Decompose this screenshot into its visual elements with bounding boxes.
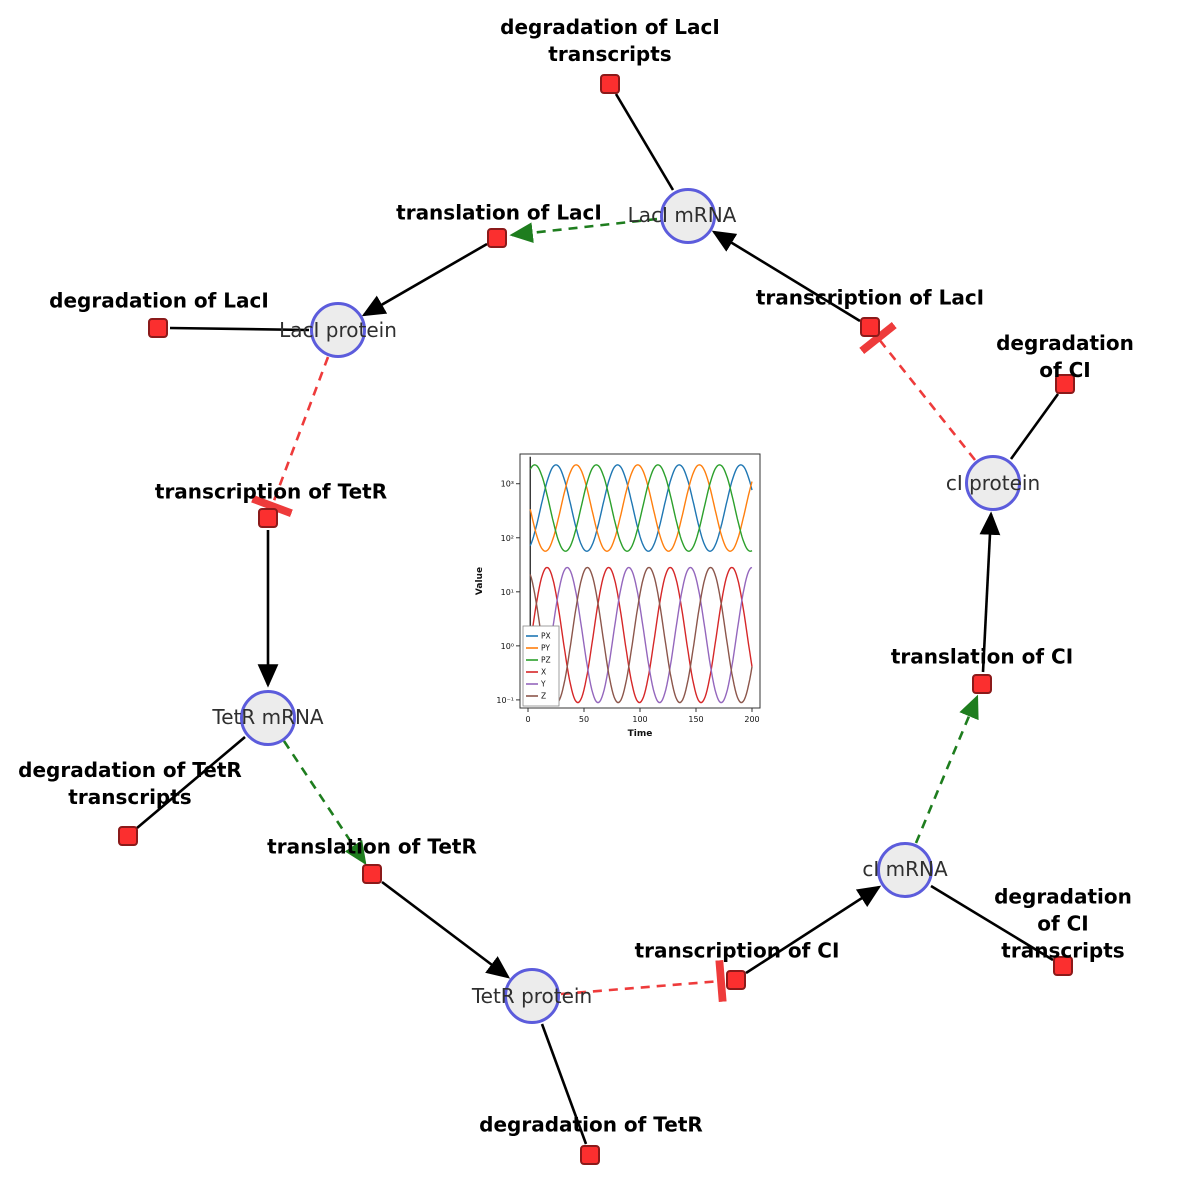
reaction-node-translation-laci[interactable]	[487, 228, 507, 248]
edge-ci-mrna-modifies-translation	[914, 694, 979, 844]
edge-tetr-mrna-deg-transcripts	[136, 736, 246, 829]
reaction-label-degradation-ci: degradation of CI	[996, 331, 1134, 382]
reaction-label-transcription-ci: transcription of CI	[634, 938, 840, 963]
svg-text:10⁰: 10⁰	[501, 642, 514, 651]
reaction-node-transcription-ci[interactable]	[726, 970, 746, 990]
reaction-node-degradation-ci[interactable]	[1055, 374, 1075, 394]
reaction-label-translation-tetr: translation of TetR	[267, 834, 477, 859]
species-label-tetr-protein: TetR protein	[471, 984, 593, 1008]
reaction-node-degradation-tetr-transcripts[interactable]	[118, 826, 138, 846]
reaction-label-degradation-ci-transcripts: degradation of CI transcripts	[994, 884, 1132, 963]
svg-text:200: 200	[744, 715, 759, 724]
edge-tetr-mrna-modifies-translation	[282, 740, 367, 866]
species-node-tetr-protein[interactable]	[504, 968, 560, 1024]
svg-text:Z: Z	[541, 692, 546, 701]
reaction-node-degradation-laci-transcripts[interactable]	[600, 74, 620, 94]
species-node-laci-mrna[interactable]	[660, 188, 716, 244]
edge-laci-mrna-modifies-translation	[509, 217, 658, 244]
edge-laci-mrna-deg-transcripts	[614, 93, 675, 191]
species-label-laci-protein: LacI protein	[279, 318, 397, 342]
reaction-label-degradation-tetr-transcripts: degradation of TetR transcripts	[18, 758, 242, 809]
svg-text:PY: PY	[541, 644, 550, 653]
species-label-ci-protein: cI protein	[945, 471, 1041, 495]
reaction-label-degradation-laci: degradation of LacI	[49, 288, 269, 313]
reaction-node-degradation-tetr[interactable]	[580, 1145, 600, 1165]
reaction-label-degradation-tetr: degradation of TetR	[479, 1112, 703, 1137]
svg-text:PZ: PZ	[541, 656, 551, 665]
species-node-laci-protein[interactable]	[310, 302, 366, 358]
edge-translation-laci-to-protein	[361, 242, 488, 317]
svg-text:Y: Y	[540, 680, 546, 689]
edge-translation-tetr-to-protein	[381, 880, 511, 979]
species-label-laci-mrna: LacI mRNA	[627, 203, 737, 227]
edge-transcription-ci-to-mrna	[745, 885, 882, 975]
edge-translation-ci-to-protein	[979, 511, 1001, 673]
svg-text:10²: 10²	[501, 534, 514, 543]
svg-text:10³: 10³	[501, 480, 514, 489]
svg-text:X: X	[541, 668, 546, 677]
svg-text:PX: PX	[541, 632, 551, 641]
svg-text:150: 150	[688, 715, 703, 724]
reaction-label-transcription-tetr: transcription of TetR	[154, 479, 388, 504]
edge-tetr-protein-inhibits-ci-transcription	[560, 959, 727, 1003]
reaction-node-degradation-laci[interactable]	[148, 318, 168, 338]
edge-ci-protein-deg	[1009, 393, 1060, 460]
svg-text:100: 100	[632, 715, 647, 724]
species-node-ci-protein[interactable]	[965, 455, 1021, 511]
edge-laci-protein-inhibits-tetr-transcription	[251, 356, 330, 517]
reaction-label-translation-laci: translation of LacI	[396, 200, 602, 225]
reaction-node-translation-tetr[interactable]	[362, 864, 382, 884]
species-node-ci-mrna[interactable]	[877, 842, 933, 898]
reaction-node-degradation-ci-transcripts[interactable]	[1053, 956, 1073, 976]
svg-text:10¹: 10¹	[501, 588, 514, 597]
edge-ci-protein-inhibits-laci-transcription	[859, 322, 977, 461]
edge-tetr-protein-deg	[540, 1023, 588, 1145]
svg-text:50: 50	[579, 715, 589, 724]
svg-text:10⁻¹: 10⁻¹	[496, 696, 514, 705]
species-node-tetr-mrna[interactable]	[240, 690, 296, 746]
reaction-label-degradation-laci-transcripts: degradation of LacI transcripts	[500, 15, 720, 66]
svg-text:Value: Value	[475, 567, 485, 595]
svg-text:0: 0	[525, 715, 530, 724]
svg-text:Time: Time	[628, 729, 653, 739]
species-label-ci-mrna: cI mRNA	[862, 857, 948, 881]
reaction-node-transcription-laci[interactable]	[860, 317, 880, 337]
reaction-label-transcription-laci: transcription of LacI	[755, 285, 985, 310]
edge-laci-protein-deg	[169, 326, 310, 332]
reaction-node-translation-ci[interactable]	[972, 674, 992, 694]
species-label-tetr-mrna: TetR mRNA	[212, 705, 324, 729]
edge-transcription-laci-to-mrna	[711, 230, 861, 323]
edge-ci-mrna-deg-transcripts	[930, 884, 1054, 962]
reaction-label-translation-ci: translation of CI	[890, 644, 1074, 669]
reaction-node-transcription-tetr[interactable]	[258, 508, 278, 528]
